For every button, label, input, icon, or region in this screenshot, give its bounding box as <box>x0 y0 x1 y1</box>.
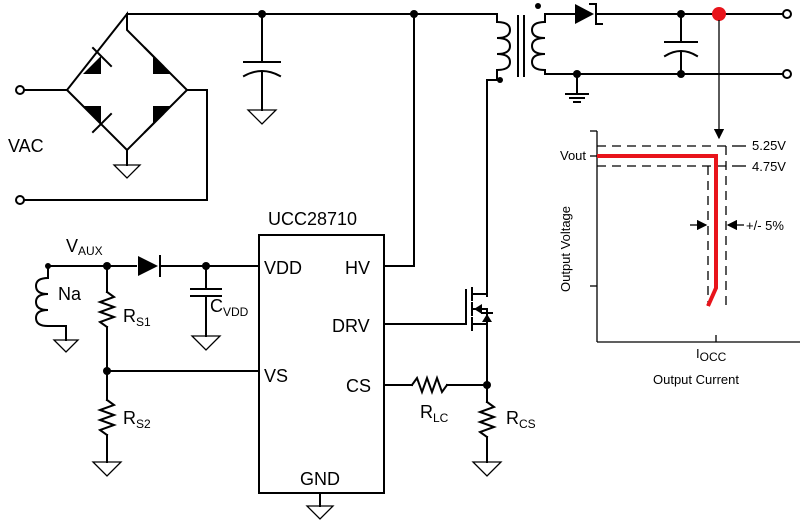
pin-vs: VS <box>264 366 288 386</box>
ground-icon <box>305 505 335 520</box>
ic-name: UCC28710 <box>268 209 357 229</box>
graph-tolerance: +/- 5% <box>746 218 784 233</box>
ground-icon <box>471 461 503 477</box>
output-vi-graph <box>590 130 800 343</box>
aux-vdd-network <box>34 255 260 477</box>
ic-ucc28710 <box>258 234 385 520</box>
graph-lower-limit: 4.75V <box>752 159 786 174</box>
rs1-label: RS1 <box>123 306 151 329</box>
ground-icon <box>246 109 278 125</box>
mosfet-arrow-icon <box>474 304 482 314</box>
vaux-label: VAUX <box>66 236 103 258</box>
schottky-diode-icon <box>575 4 594 24</box>
rcs-label: RCS <box>506 408 536 431</box>
pin-vdd: VDD <box>264 258 302 278</box>
pin-hv: HV <box>345 258 370 278</box>
graph-vout-label: Vout <box>560 148 586 163</box>
transformer <box>486 3 547 297</box>
diode-icon <box>83 106 101 124</box>
ground-icon <box>112 164 142 179</box>
vi-curve <box>597 154 718 307</box>
graph-upper-limit: 5.25V <box>752 138 786 153</box>
vac-label: VAC <box>8 136 44 156</box>
ground-icon <box>91 461 123 477</box>
graph-ylabel: Output Voltage <box>558 206 573 292</box>
ground-icon <box>52 339 80 353</box>
na-label: Na <box>58 284 82 304</box>
rs2-label: RS2 <box>123 408 151 431</box>
hv-rail <box>126 10 498 267</box>
pin-cs: CS <box>346 376 371 396</box>
mosfet-cs-network <box>383 287 503 477</box>
body-diode-icon <box>482 314 492 322</box>
pin-drv: DRV <box>332 316 370 336</box>
ground-icon <box>190 335 222 351</box>
graph-xlabel: Output Current <box>653 372 739 387</box>
secondary-output <box>544 3 792 140</box>
bridge-rectifier <box>15 11 208 205</box>
diode-icon <box>83 56 101 74</box>
output-node-marker <box>712 7 726 21</box>
pin-gnd: GND <box>300 469 340 489</box>
diode-icon <box>138 256 158 276</box>
graph-iocc-label: IOCC <box>696 346 727 364</box>
rlc-label: RLC <box>420 402 449 425</box>
cvdd-label: CVDD <box>210 296 249 319</box>
